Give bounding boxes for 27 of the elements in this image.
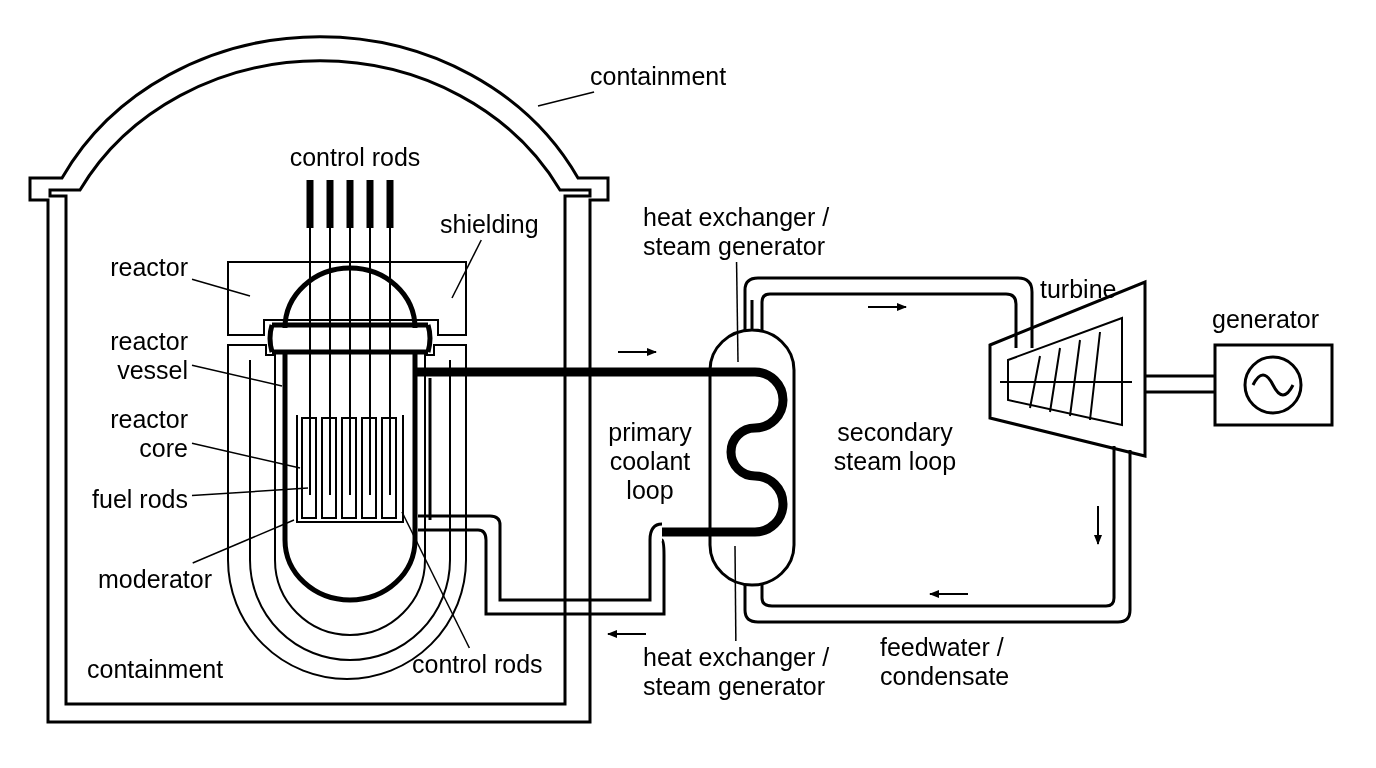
callout-label: reactor — [60, 253, 188, 282]
leader-line — [191, 487, 309, 497]
section-label: control rods — [288, 143, 422, 172]
leader-line — [191, 442, 301, 469]
callout-label: shielding — [440, 210, 570, 239]
callout-label: containment — [590, 62, 760, 91]
leader-line — [734, 545, 737, 642]
component-label: turbine — [1040, 275, 1118, 304]
leader-line — [191, 364, 283, 387]
leader-line — [191, 519, 295, 564]
leader-line — [401, 511, 471, 649]
leader-line — [451, 239, 482, 299]
callout-label: fuel rods — [60, 485, 188, 514]
loop-label: feedwater / condensate — [880, 633, 1011, 691]
leader-line — [735, 261, 739, 363]
component-label: generator — [1212, 305, 1321, 334]
leader-line — [191, 278, 251, 297]
callout-label: heat exchanger / steam generator — [643, 203, 863, 261]
leader-line — [537, 91, 595, 107]
callout-label: reactor vessel — [60, 327, 188, 385]
callout-label: heat exchanger / steam generator — [643, 643, 863, 701]
loop-label: secondary steam loop — [832, 418, 958, 476]
callout-label: control rods — [412, 650, 572, 679]
callout-label: moderator — [60, 565, 212, 594]
loop-label: primary coolant loop — [607, 418, 693, 505]
callout-label: reactor core — [60, 405, 188, 463]
section-label: containment — [87, 655, 225, 684]
